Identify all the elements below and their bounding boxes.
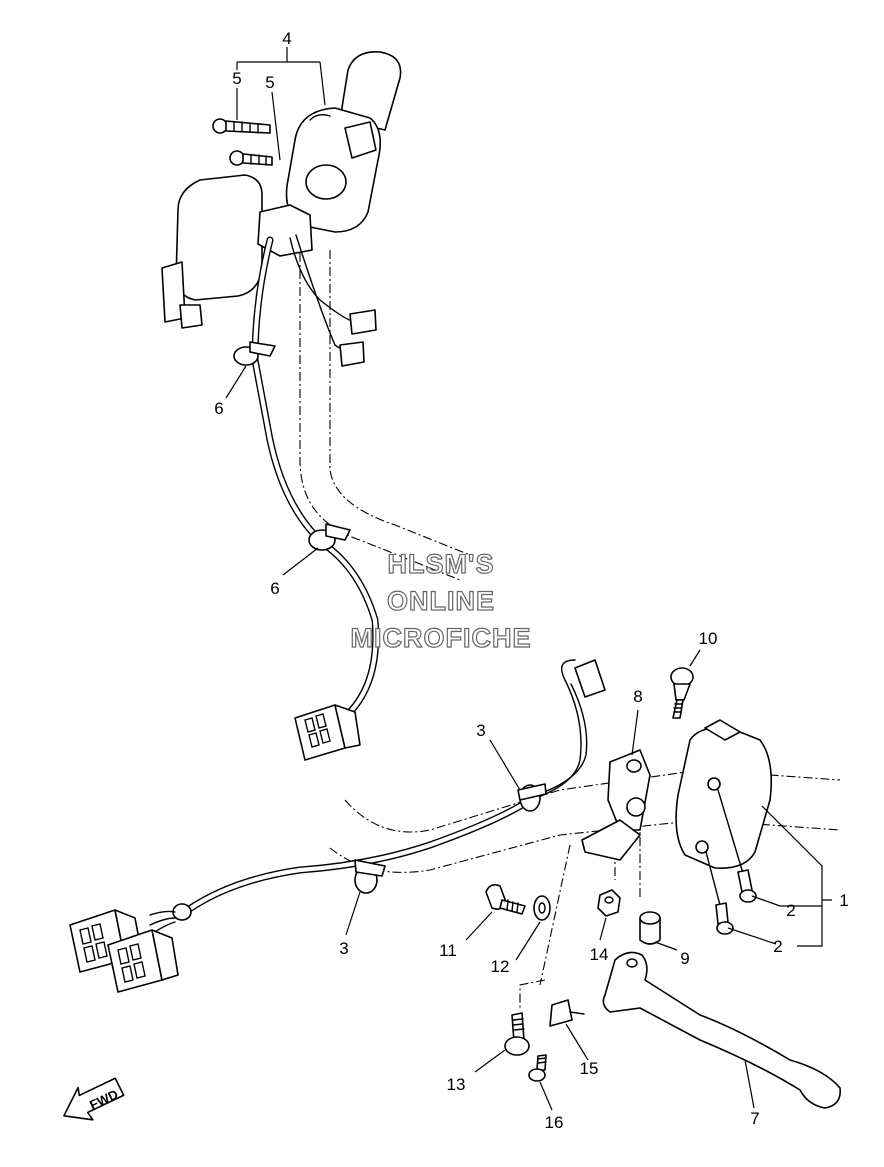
right-handlebar-switch <box>675 719 773 869</box>
screw-part-16 <box>528 1054 547 1082</box>
callout-15: 15 <box>580 1059 599 1078</box>
wire-clamps-part-3 <box>354 783 547 894</box>
callout-1: 1 <box>839 891 848 910</box>
switch-part-15 <box>549 999 585 1027</box>
left-handlebar-switch <box>161 51 402 329</box>
callout-2a: 2 <box>786 901 795 920</box>
callout-6b: 6 <box>270 579 279 598</box>
lever-holder-part-8 <box>581 749 651 861</box>
callout-3b: 3 <box>339 939 348 958</box>
callout-8: 8 <box>633 687 642 706</box>
callout-9: 9 <box>680 949 689 968</box>
watermark-line-2: ONLINE <box>387 586 495 616</box>
callout-2b: 2 <box>773 937 782 956</box>
wire-clamps-part-6 <box>233 341 351 551</box>
watermark-line-3: MICROFICHE <box>351 623 532 653</box>
forward-arrow-icon: FWD <box>63 1077 125 1121</box>
collar-part-9 <box>639 911 661 945</box>
callout-16: 16 <box>545 1113 564 1132</box>
callout-5a: 5 <box>232 69 241 88</box>
callout-7: 7 <box>750 1109 759 1128</box>
nut-part-14 <box>597 889 621 917</box>
leader-lines <box>225 47 832 1111</box>
handlebar-outline <box>299 236 841 1010</box>
callout-6a: 6 <box>214 399 223 418</box>
coupler-lower-left <box>69 909 179 993</box>
callout-4: 4 <box>282 29 291 48</box>
callout-numbers: 4 5 5 6 6 3 3 10 8 1 2 2 11 12 14 9 13 1… <box>214 29 848 1132</box>
bolt-part-13 <box>504 1012 530 1056</box>
callout-10: 10 <box>699 629 718 648</box>
callout-5b: 5 <box>265 73 274 92</box>
watermark: HLSM'S ONLINE MICROFICHE <box>350 548 532 653</box>
bolt-part-10 <box>670 667 694 719</box>
screws-part-2 <box>705 789 757 935</box>
watermark-line-1: HLSM'S <box>388 549 495 579</box>
callout-3a: 3 <box>476 721 485 740</box>
callout-11: 11 <box>439 941 457 960</box>
lever-part-7 <box>602 951 842 1109</box>
callout-13: 13 <box>447 1075 466 1094</box>
callout-12: 12 <box>491 957 510 976</box>
screws-part-5 <box>212 118 273 166</box>
coupler-left <box>294 704 361 761</box>
washer-part-12 <box>533 895 551 921</box>
bolt-part-11 <box>485 884 526 915</box>
callout-14: 14 <box>590 945 609 964</box>
